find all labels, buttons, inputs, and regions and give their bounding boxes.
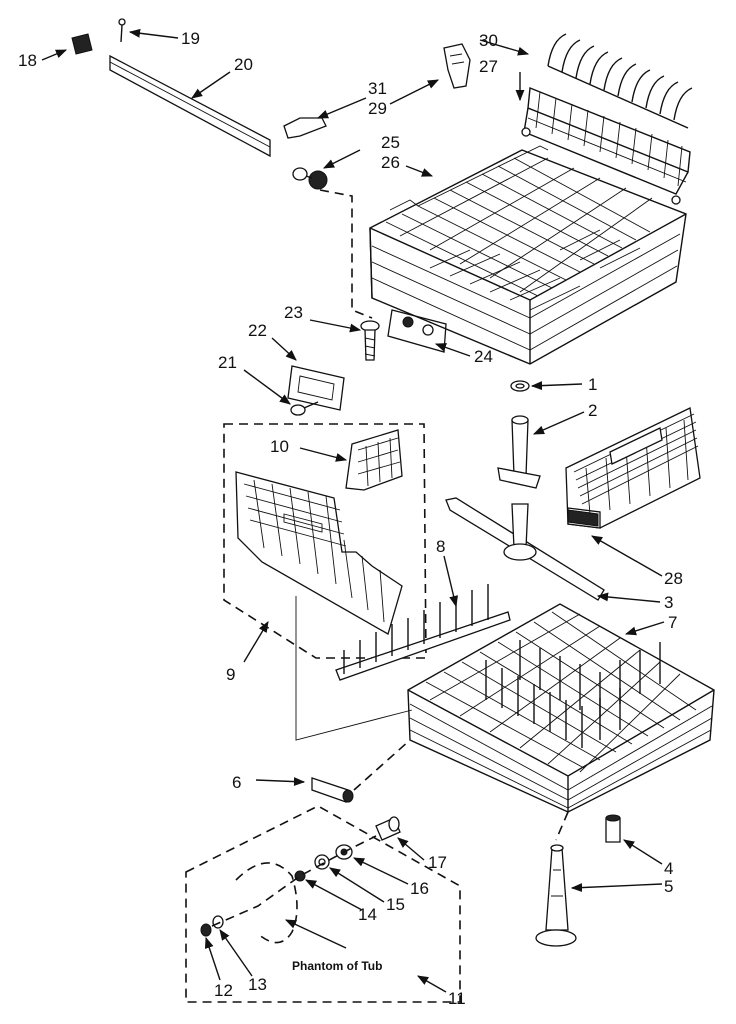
callout-10: 10	[270, 437, 289, 456]
callout-17: 17	[428, 853, 447, 872]
roller-part-6	[311, 777, 354, 803]
upper-rack-part-26	[369, 145, 687, 365]
tines-part-30	[547, 33, 693, 129]
callout-19: 19	[181, 29, 200, 48]
tub-phantom	[235, 862, 298, 944]
callout-6: 6	[232, 773, 241, 792]
callout-23: 23	[284, 303, 303, 322]
assembly-box-part-9	[223, 423, 427, 659]
clip-part-29	[443, 43, 471, 89]
callout-26: 26	[381, 153, 400, 172]
screw-part-21	[290, 401, 319, 416]
dashed-path-6-7	[353, 739, 411, 791]
callout-20: 20	[234, 55, 253, 74]
callout-labels: 18 19 20 30 27 31 29 25 26 23 24 22 21 1…	[18, 29, 683, 1008]
roller-part-25	[292, 167, 328, 190]
callout-18: 18	[18, 51, 37, 70]
callout-30: 30	[479, 31, 498, 50]
callout-1: 1	[588, 375, 597, 394]
washer-part-14	[294, 870, 306, 882]
leader-9-tines	[295, 596, 413, 741]
cover-part-22	[287, 365, 345, 411]
callout-24: 24	[474, 347, 493, 366]
stop-part-31	[283, 117, 327, 139]
callout-9: 9	[226, 665, 235, 684]
callout-4: 4	[664, 859, 673, 878]
callout-2: 2	[588, 401, 597, 420]
tine-row-part-8	[335, 584, 511, 681]
callout-31: 31	[368, 79, 387, 98]
cup-shelf-part-27	[521, 87, 691, 205]
end-cap-part-18	[71, 33, 93, 55]
callout-15: 15	[386, 895, 405, 914]
callout-22: 22	[248, 321, 267, 340]
callout-7: 7	[668, 613, 677, 632]
callout-5: 5	[664, 877, 673, 896]
dashed-path-7-5	[555, 811, 569, 841]
callout-13: 13	[248, 975, 267, 994]
callout-16: 16	[410, 879, 429, 898]
callout-3: 3	[664, 593, 673, 612]
fitting-part-17	[375, 816, 401, 841]
washer-part-1	[510, 380, 530, 392]
spray-tube-part-2	[497, 415, 541, 489]
assembly-box-part-11	[185, 805, 461, 1003]
callout-11: 11	[448, 989, 466, 1008]
callout-12: 12	[214, 981, 233, 1000]
dashed-path-11	[211, 835, 377, 927]
flap-part-10	[345, 429, 403, 491]
callout-21: 21	[218, 353, 237, 372]
dashed-path-25-23	[319, 189, 373, 319]
leader-lines	[41, 28, 665, 993]
bushing-part-4	[605, 814, 621, 843]
bolt-part-23	[360, 320, 380, 361]
rack-insert-part-9	[235, 471, 403, 635]
washer-part-13	[212, 915, 224, 929]
callout-28: 28	[664, 569, 683, 588]
bracket-part-24	[387, 309, 447, 353]
lower-rack-part-7	[407, 603, 715, 813]
callout-8: 8	[436, 537, 445, 556]
cutlery-basket-part-28	[565, 407, 701, 529]
screw-part-19	[118, 18, 126, 43]
callout-27: 27	[479, 57, 498, 76]
rack-rail-part-20	[109, 54, 271, 158]
phantom-tub-note: Phantom of Tub	[292, 959, 382, 973]
spray-tower-part-5	[535, 844, 577, 947]
callout-29: 29	[368, 99, 387, 118]
nut-part-12	[200, 923, 212, 937]
callout-14: 14	[358, 905, 377, 924]
callout-25: 25	[381, 133, 400, 152]
